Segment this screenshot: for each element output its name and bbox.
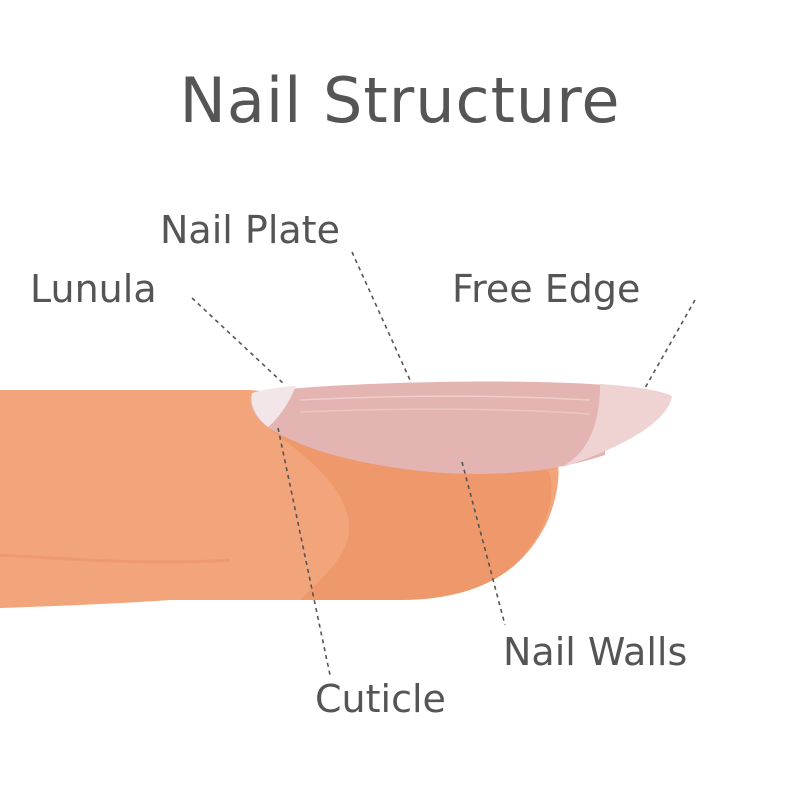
finger-shadow — [270, 430, 552, 600]
cuticle-leader — [277, 427, 331, 676]
lunula-leader — [191, 297, 286, 386]
label-nail-plate: Nail Plate — [160, 208, 340, 252]
label-free-edge: Free Edge — [452, 267, 640, 311]
label-lunula: Lunula — [30, 267, 157, 311]
nail-highlight-2 — [299, 408, 591, 415]
nail-plate-leader — [351, 251, 411, 381]
label-cuticle: Cuticle — [315, 677, 446, 721]
nail-plate — [250, 381, 606, 475]
nail — [250, 381, 672, 475]
free-edge-leader — [644, 299, 696, 389]
nail-lunula — [251, 386, 296, 427]
nail-free-edge — [560, 384, 672, 468]
nail-highlight — [299, 395, 591, 401]
diagram-title: Nail Structure — [180, 64, 621, 137]
finger-crease — [0, 553, 231, 564]
label-nail-walls: Nail Walls — [503, 630, 687, 674]
